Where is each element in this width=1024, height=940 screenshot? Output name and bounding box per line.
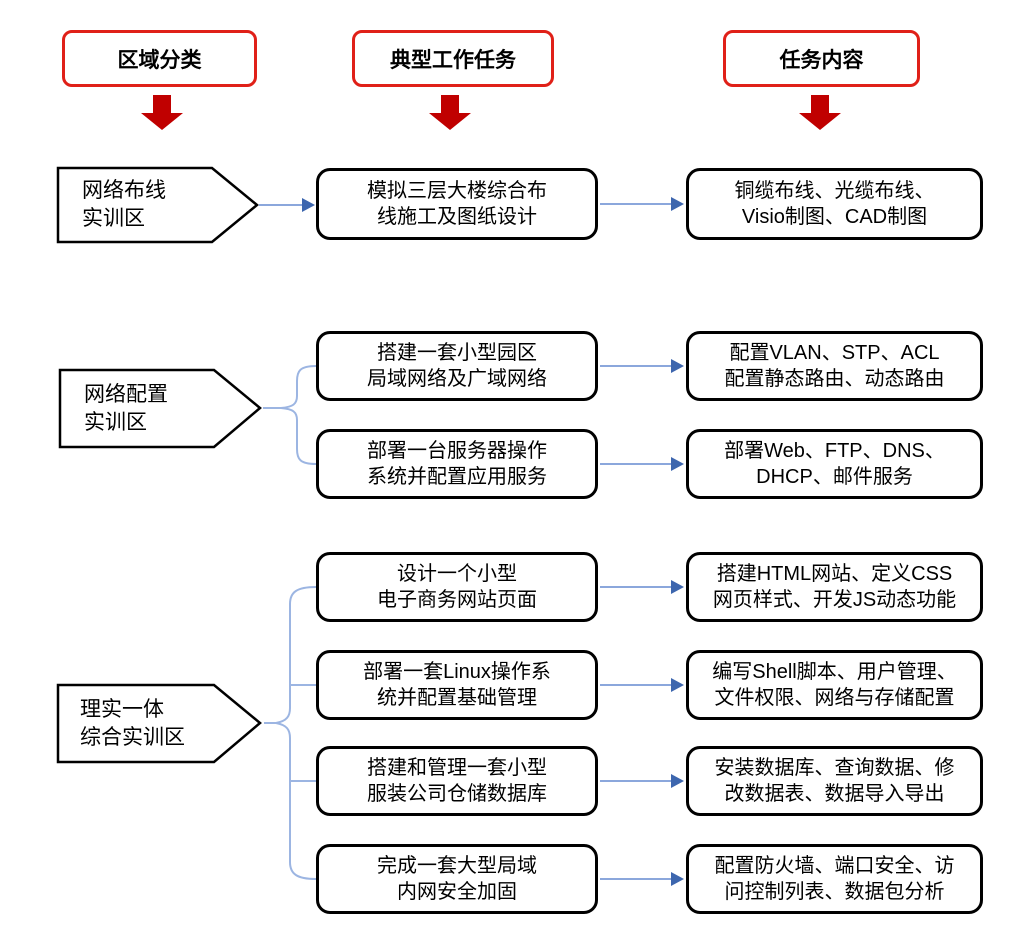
content-line: 网页样式、开发JS动态功能 xyxy=(712,589,957,611)
content-box-cabling: 铜缆布线、光缆布线、 Visio制图、CAD制图 xyxy=(686,168,983,240)
arrowhead-icon xyxy=(671,678,684,692)
arrowhead-icon xyxy=(671,774,684,788)
task-line: 部署一台服务器操作 xyxy=(367,440,547,462)
task-line: 完成一套大型局域 xyxy=(377,855,537,877)
header-label: 典型工作任务 xyxy=(390,48,516,72)
arrowhead-icon xyxy=(671,457,684,471)
down-arrow-icon xyxy=(429,95,471,130)
content-box-database: 安装数据库、查询数据、修 改数据表、数据导入导出 xyxy=(686,746,983,816)
bracket-zone3-bottom xyxy=(264,722,317,880)
down-arrow-icon xyxy=(141,95,183,130)
header-label: 任务内容 xyxy=(779,48,864,72)
zone-pentagon-cabling xyxy=(56,166,259,244)
zone-label-network-config: 网络配置 实训区 xyxy=(84,370,168,447)
content-line: 文件权限、网络与存储配置 xyxy=(714,687,955,709)
bracket-zone2-lower xyxy=(263,407,317,465)
task-line: 设计一个小型 xyxy=(397,563,517,585)
task-line: 部署一套Linux操作系 xyxy=(363,661,551,683)
task-line: 电子商务网站页面 xyxy=(377,589,537,611)
content-line: 部署Web、FTP、DNS、 xyxy=(724,440,945,462)
zone-line: 网络布线 xyxy=(82,179,166,202)
content-line: 配置防火墙、端口安全、访 xyxy=(714,855,955,877)
content-line: 改数据表、数据导入导出 xyxy=(724,783,945,805)
task-box-server-os: 部署一台服务器操作 系统并配置应用服务 xyxy=(316,429,598,499)
task-line: 线施工及图纸设计 xyxy=(377,206,537,228)
arrowhead-icon xyxy=(671,872,684,886)
bracket-zone2-upper xyxy=(263,365,317,409)
zone-pentagon-integrated xyxy=(56,683,262,764)
zone-line: 实训区 xyxy=(82,207,145,230)
content-line: Visio制图、CAD制图 xyxy=(741,206,928,228)
task-box-campus-network: 搭建一套小型园区 局域网络及广域网络 xyxy=(316,331,598,401)
header-task-content: 任务内容 xyxy=(723,30,920,87)
header-typical-tasks: 典型工作任务 xyxy=(352,30,554,87)
task-line: 系统并配置应用服务 xyxy=(367,466,547,488)
task-line: 统并配置基础管理 xyxy=(377,687,537,709)
down-arrow-icon xyxy=(799,95,841,130)
bracket-zone3-top xyxy=(264,586,317,724)
task-box-cabling: 模拟三层大楼综合布 线施工及图纸设计 xyxy=(316,168,598,240)
content-line: 配置VLAN、STP、ACL xyxy=(729,342,940,364)
task-line: 局域网络及广域网络 xyxy=(367,368,547,390)
task-line: 搭建和管理一套小型 xyxy=(367,757,547,779)
task-box-linux: 部署一套Linux操作系 统并配置基础管理 xyxy=(316,650,598,720)
task-line: 搭建一套小型园区 xyxy=(377,342,537,364)
content-line: 安装数据库、查询数据、修 xyxy=(714,757,955,779)
arrowhead-icon xyxy=(671,197,684,211)
zone-label-cabling: 网络布线 实训区 xyxy=(82,168,166,242)
task-line: 服装公司仓储数据库 xyxy=(367,783,547,805)
content-line: 配置静态路由、动态路由 xyxy=(724,368,945,390)
arrowhead-icon xyxy=(671,359,684,373)
content-line: 问控制列表、数据包分析 xyxy=(724,881,945,903)
content-box-linux: 编写Shell脚本、用户管理、 文件权限、网络与存储配置 xyxy=(686,650,983,720)
content-line: 搭建HTML网站、定义CSS xyxy=(716,563,953,585)
header-region-category: 区域分类 xyxy=(62,30,257,87)
arrowhead-icon xyxy=(671,580,684,594)
zone-pentagon-network-config xyxy=(58,368,262,449)
zone-line: 网络配置 xyxy=(84,382,168,406)
task-line: 内网安全加固 xyxy=(397,881,517,903)
task-line: 模拟三层大楼综合布 xyxy=(367,180,547,202)
zone-label-integrated: 理实一体 综合实训区 xyxy=(80,685,185,762)
zone-line: 实训区 xyxy=(84,410,147,434)
content-line: 编写Shell脚本、用户管理、 xyxy=(712,661,957,683)
task-box-ecommerce-site: 设计一个小型 电子商务网站页面 xyxy=(316,552,598,622)
content-box-security: 配置防火墙、端口安全、访 问控制列表、数据包分析 xyxy=(686,844,983,914)
arrowhead-icon xyxy=(302,198,315,212)
task-box-database: 搭建和管理一套小型 服装公司仓储数据库 xyxy=(316,746,598,816)
zone-line: 综合实训区 xyxy=(80,725,185,749)
content-box-server-os: 部署Web、FTP、DNS、 DHCP、邮件服务 xyxy=(686,429,983,499)
zone-line: 理实一体 xyxy=(80,697,164,721)
content-box-campus-network: 配置VLAN、STP、ACL 配置静态路由、动态路由 xyxy=(686,331,983,401)
content-box-ecommerce-site: 搭建HTML网站、定义CSS 网页样式、开发JS动态功能 xyxy=(686,552,983,622)
task-box-security: 完成一套大型局域 内网安全加固 xyxy=(316,844,598,914)
header-label: 区域分类 xyxy=(117,48,202,72)
content-line: DHCP、邮件服务 xyxy=(756,466,913,488)
content-line: 铜缆布线、光缆布线、 xyxy=(734,180,935,202)
